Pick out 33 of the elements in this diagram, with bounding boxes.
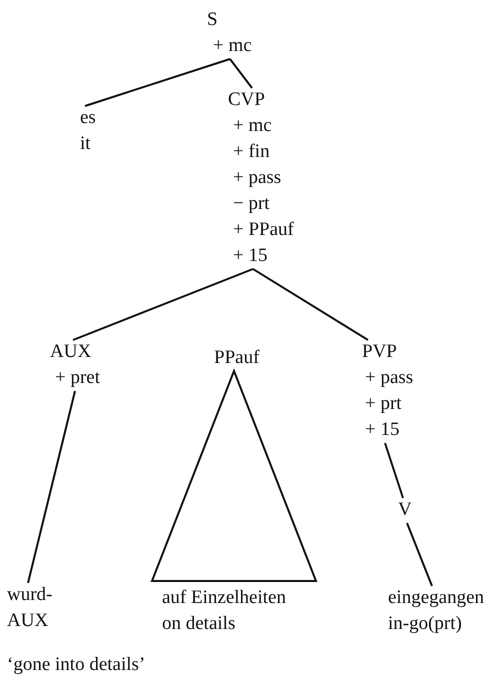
feature-label: + PPauf (233, 218, 294, 242)
feature-label: it (80, 132, 91, 156)
feature-label: + fin (233, 140, 270, 164)
feature-label: + prt (365, 392, 402, 416)
feature-label: AUX (7, 609, 48, 633)
node-label: CVP (228, 88, 265, 112)
feature-label: + pass (233, 166, 282, 190)
feature-label: in-go(prt) (388, 612, 462, 636)
feature-label: on details (162, 612, 236, 636)
feature-label: + pass (365, 366, 414, 390)
feature-label: + mc (233, 114, 272, 138)
node-label: PVP (362, 340, 397, 364)
node-label: V (398, 498, 412, 522)
feature-label: + 15 (233, 244, 268, 268)
node-label: PPauf (214, 346, 260, 370)
tree-branch (72, 268, 254, 341)
tree-branch (27, 390, 76, 584)
node-label: wurd- (7, 583, 52, 607)
node-label: AUX (50, 340, 92, 364)
feature-label: − prt (233, 192, 270, 216)
feature-label: + pret (55, 366, 100, 390)
translation-caption: ‘gone into details’ (7, 653, 146, 677)
tree-branch (84, 58, 230, 107)
feature-label: + mc (213, 34, 252, 58)
node-label: eingegangen (388, 586, 484, 610)
node-label: S (207, 8, 218, 32)
tree-branch (406, 522, 433, 586)
tree-branch (384, 442, 404, 498)
feature-label: + 15 (365, 418, 400, 442)
tree-branch (229, 58, 253, 89)
tree-branch (252, 268, 369, 341)
node-label: es (80, 106, 96, 130)
node-label: auf Einzelheiten (162, 586, 286, 610)
